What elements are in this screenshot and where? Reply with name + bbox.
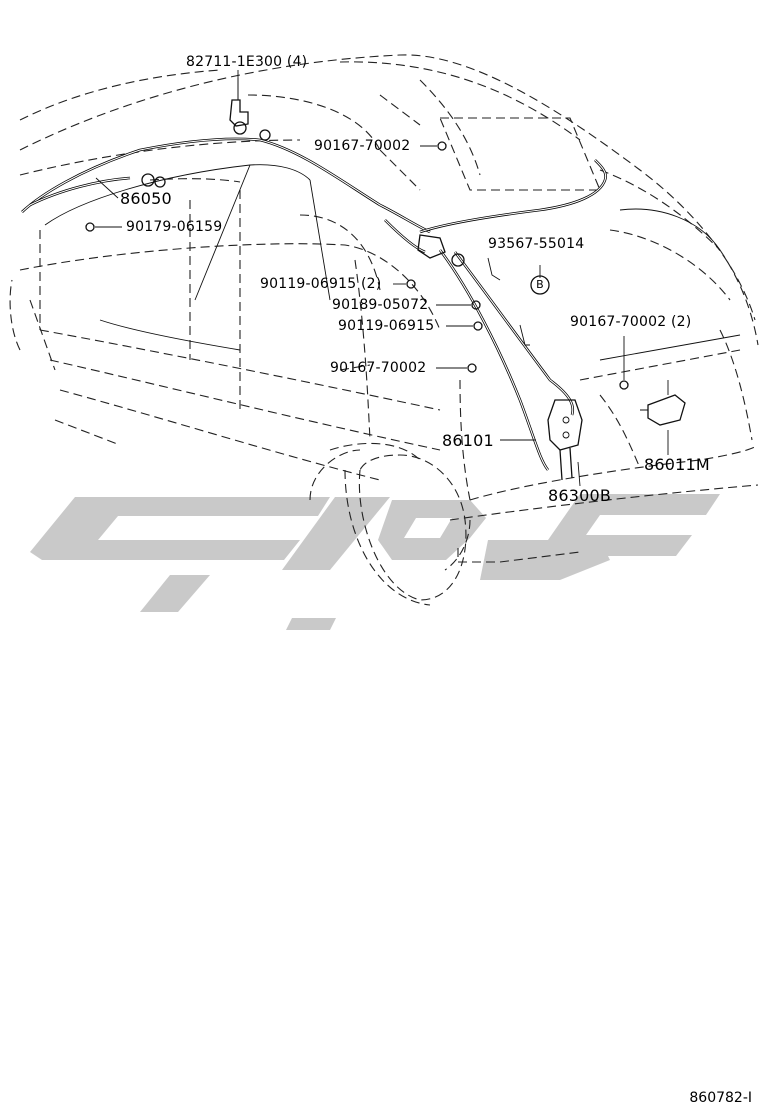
callout-90167-70002-2: 90167-70002 (2) <box>570 314 692 330</box>
callout-86011m: 86011M <box>644 455 710 474</box>
clamp-marker-b <box>530 275 550 295</box>
callout-90167-70002-cord: 90167-70002 <box>330 360 427 376</box>
amplifier-graphic <box>417 234 583 481</box>
callout-93567-55014: 93567-55014 <box>488 236 585 252</box>
callout-90119-06915: 90119-06915 <box>338 318 435 334</box>
watermark-logo <box>30 494 720 630</box>
callout-90167-70002-roof: 90167-70002 <box>314 138 411 154</box>
callout-90189-05072: 90189-05072 <box>332 297 429 313</box>
figure-code: 860782-I <box>689 1090 752 1106</box>
small-fastener-graphics <box>85 141 629 390</box>
car-body-outline <box>9 54 759 606</box>
callout-86300b: 86300B <box>548 486 612 505</box>
callout-86101: 86101 <box>442 431 494 450</box>
callout-86050: 86050 <box>120 189 172 208</box>
antenna-cord-86050 <box>21 121 431 234</box>
window-frames <box>44 164 741 361</box>
noise-filter-graphic <box>640 380 686 426</box>
callout-82711-1e300: 82711-1E300 (4) <box>186 54 308 70</box>
callout-90179-06159: 90179-06159 <box>126 219 223 235</box>
clamp-marker-label: B <box>536 278 544 291</box>
antenna-mount-clip-graphic <box>229 78 249 127</box>
callout-90119-06915-2: 90119-06915 (2) <box>260 276 382 292</box>
antenna-cord-86101 <box>384 159 607 471</box>
